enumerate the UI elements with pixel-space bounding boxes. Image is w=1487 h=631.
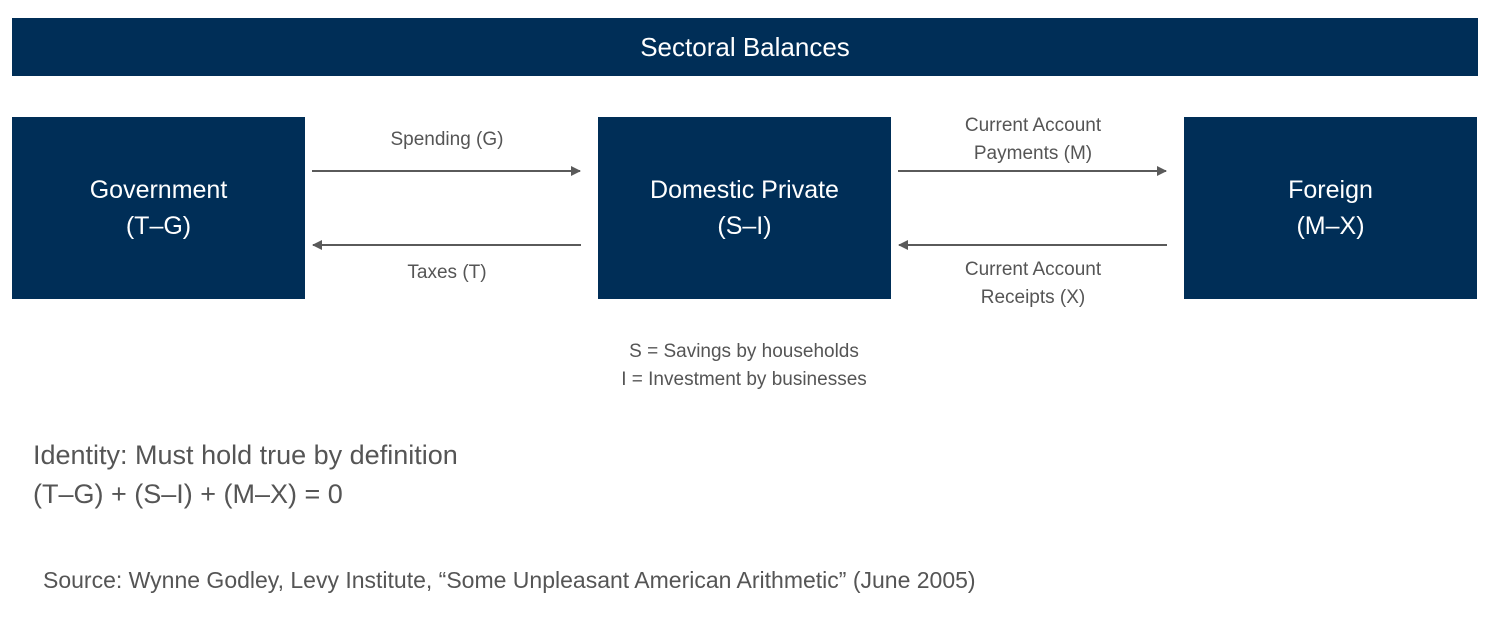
ca-payments-label: Current Account Payments (M) xyxy=(898,112,1168,168)
source-note: Source: Wynne Godley, Levy Institute, “S… xyxy=(43,567,976,593)
domestic-private-balance: (S–I) xyxy=(717,212,772,240)
diagram-title: Sectoral Balances xyxy=(12,18,1478,76)
taxes-label: Taxes (T) xyxy=(312,259,582,287)
ca-receipts-label-line-2: Receipts (X) xyxy=(980,287,1086,308)
spending-label: Spending (G) xyxy=(312,126,582,154)
definition-investment: I = Investment by businesses xyxy=(621,369,867,390)
diagram-title-text: Sectoral Balances xyxy=(640,31,850,62)
identity-heading: Identity: Must hold true by definition xyxy=(33,440,458,470)
government-box: Government (T–G) xyxy=(12,117,305,299)
ca-receipts-label: Current Account Receipts (X) xyxy=(898,256,1168,312)
foreign-box: Foreign (M–X) xyxy=(1184,117,1477,299)
identity-block: Identity: Must hold true by definition (… xyxy=(33,436,458,514)
foreign-name: Foreign xyxy=(1288,176,1373,204)
domestic-private-box: Domestic Private (S–I) xyxy=(598,117,891,299)
variable-definitions: S = Savings by households I = Investment… xyxy=(560,338,928,394)
spending-label-line: Spending (G) xyxy=(390,129,504,150)
definition-savings: S = Savings by households xyxy=(629,341,859,362)
ca-receipts-label-line-1: Current Account xyxy=(964,259,1102,280)
foreign-balance: (M–X) xyxy=(1296,212,1365,240)
identity-equation: (T–G) + (S–I) + (M–X) = 0 xyxy=(33,479,343,509)
domestic-private-name: Domestic Private xyxy=(650,176,839,204)
government-balance: (T–G) xyxy=(125,212,192,240)
government-name: Government xyxy=(89,176,228,204)
ca-payments-label-line-2: Payments (M) xyxy=(973,143,1093,164)
taxes-label-line: Taxes (T) xyxy=(407,262,487,283)
ca-payments-label-line-1: Current Account xyxy=(964,115,1102,136)
